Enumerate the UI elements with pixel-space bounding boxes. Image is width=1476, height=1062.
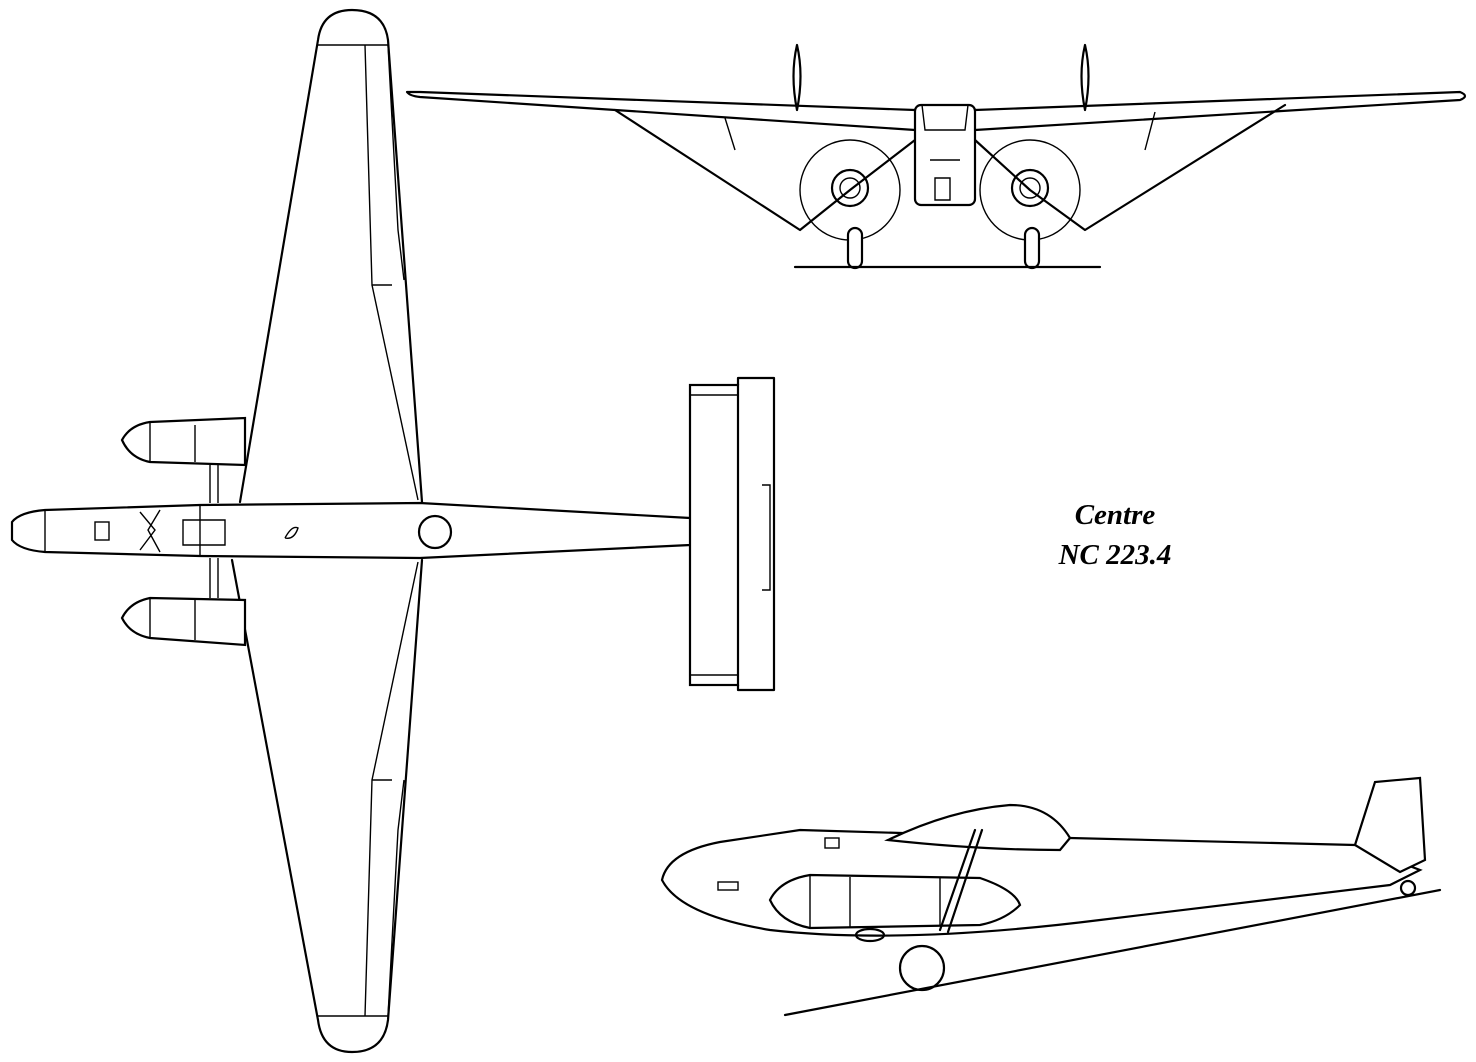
top-wing-upper bbox=[238, 8, 424, 504]
side-engine-nacelle bbox=[768, 873, 1022, 930]
front-wing bbox=[405, 90, 1467, 132]
side-ground-line bbox=[783, 888, 1442, 1017]
front-view bbox=[405, 43, 1467, 270]
top-wing-lower bbox=[230, 558, 424, 1054]
top-fuselage bbox=[10, 501, 697, 560]
side-view bbox=[660, 776, 1442, 1017]
caption-model: NC 223.4 bbox=[1058, 539, 1172, 571]
top-tailplane bbox=[688, 383, 740, 687]
caption-manufacturer: Centre bbox=[1074, 499, 1156, 531]
side-fin bbox=[1353, 776, 1427, 874]
top-engine-nacelle-lower bbox=[120, 596, 247, 647]
top-view bbox=[10, 8, 776, 1054]
side-wheel bbox=[898, 944, 946, 992]
top-engine-nacelle-upper bbox=[120, 416, 247, 467]
side-wing bbox=[884, 803, 1072, 852]
